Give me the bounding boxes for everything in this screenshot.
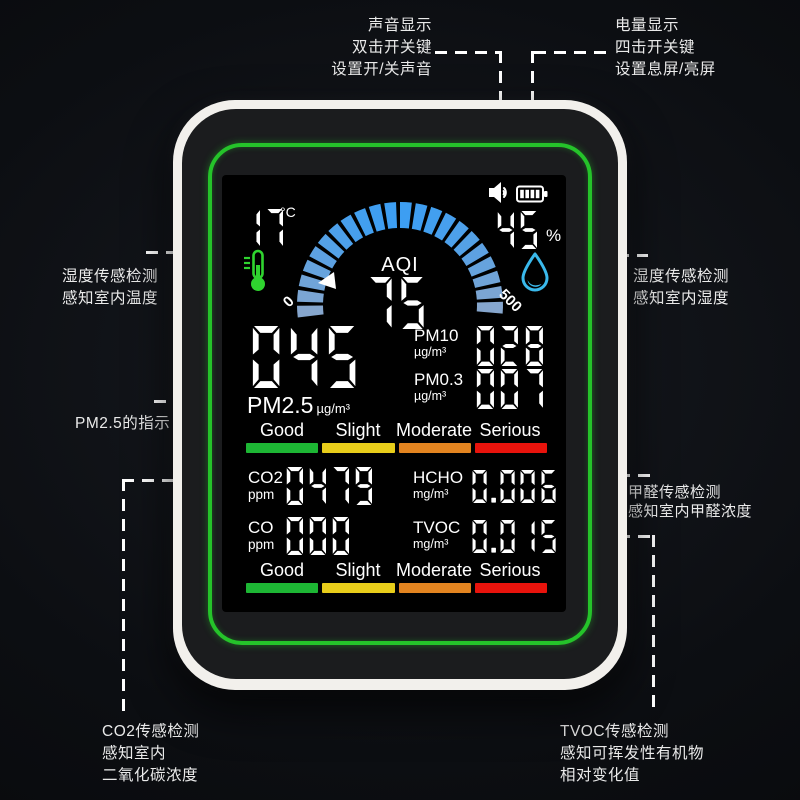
aqi-label: AQI <box>381 254 419 276</box>
water-drop-icon <box>521 252 549 292</box>
scale-bar-top <box>246 443 547 453</box>
callout-sound: 声音显示 双击开关键 设置开/关声音 <box>300 15 432 81</box>
co2-label: CO2 <box>248 468 283 487</box>
callout-co2-line2: 感知室内 <box>102 745 167 762</box>
callout-humidity-line2: 感知室内湿度 <box>633 290 730 307</box>
scale-label-good: Good <box>259 420 305 440</box>
scale-bar-good-segment <box>246 583 319 593</box>
scale-bar-moderate-segment <box>398 443 471 453</box>
scale-label-serious: Serious <box>479 420 541 440</box>
scale-bar-bottom <box>246 583 547 593</box>
connector-tvoc-vertical <box>652 535 655 714</box>
thermometer-icon <box>244 249 265 291</box>
temperature-unit: °C <box>280 204 296 220</box>
scale-bar-good-segment <box>246 443 319 453</box>
tvoc-value <box>471 520 560 553</box>
callout-battery-line3: 设置息屏/亮屏 <box>615 61 716 78</box>
hcho-label: HCHO <box>413 468 464 487</box>
callout-battery-line1: 电量显示 <box>615 17 680 34</box>
connector-sound-horizontal <box>435 51 501 54</box>
callout-tvoc-line2: 感知可挥发性有机物 <box>560 745 705 762</box>
callout-battery-line2: 四击开关键 <box>615 39 696 56</box>
pm25-label: PM2.5 <box>247 392 314 418</box>
pm25-value <box>250 326 363 388</box>
green-accent-frame <box>208 143 592 645</box>
aqi-scale-min: 0 <box>280 293 298 311</box>
connector-co2-vertical <box>122 479 125 715</box>
scale-bar-slight-segment <box>322 583 395 593</box>
hcho-value <box>471 470 560 503</box>
callout-sound-line2: 双击开关键 <box>351 39 432 56</box>
humidity-unit: % <box>546 226 562 245</box>
callout-temperature-line2: 感知室内温度 <box>62 290 159 307</box>
callout-co2-line1: CO2传感检测 <box>102 723 200 740</box>
tvoc-label: TVOC <box>413 518 461 537</box>
temperature-value <box>242 209 288 247</box>
callout-co2-line3: 二氧化碳浓度 <box>102 767 199 784</box>
pm03-value <box>475 369 548 409</box>
pm03-label: PM0.3 <box>414 370 464 389</box>
scale-label-moderate: Moderate <box>395 560 473 580</box>
tvoc-unit: mg/m³ <box>413 537 449 551</box>
co2-unit: ppm <box>248 487 275 502</box>
callout-hcho-line1: 甲醛传感检测 <box>628 484 722 501</box>
humidity-value <box>496 211 542 249</box>
callout-humidity-line1: 湿度传感检测 <box>633 268 730 285</box>
co-label: CO <box>248 518 274 537</box>
speaker-icon <box>489 182 507 203</box>
pm25-unit: µg/m³ <box>316 401 350 416</box>
callout-tvoc: TVOC传感检测 感知可挥发性有机物 相对变化值 <box>560 721 730 787</box>
callout-hcho-line2: 感知室内甲醛浓度 <box>628 503 753 520</box>
scale-bar-serious-segment <box>474 583 547 593</box>
scale-label-serious: Serious <box>479 560 541 580</box>
scale-labels-top: Good Slight Moderate Serious <box>244 420 548 440</box>
scale-label-slight: Slight <box>335 420 381 440</box>
callout-pm25: PM2.5的指示 <box>75 413 205 435</box>
callout-sound-line3: 设置开/关声音 <box>331 61 432 78</box>
pm03-unit: µg/m³ <box>414 389 447 403</box>
callout-sound-line1: 声音显示 <box>367 17 432 34</box>
callout-tvoc-line3: 相对变化值 <box>560 767 641 784</box>
aqi-value <box>367 277 430 329</box>
callout-co2: CO2传感检测 感知室内 二氧化碳浓度 <box>102 721 262 787</box>
scale-label-moderate: Moderate <box>395 420 473 440</box>
connector-battery-horizontal <box>534 51 607 54</box>
scale-bar-moderate-segment <box>398 583 471 593</box>
pm10-unit: µg/m³ <box>414 345 447 359</box>
connector-co2-horizontal <box>122 479 173 482</box>
callout-pm25-line1: PM2.5的指示 <box>75 415 171 432</box>
scale-label-slight: Slight <box>335 560 381 580</box>
callout-tvoc-line1: TVOC传感检测 <box>560 723 670 740</box>
scale-bar-slight-segment <box>322 443 395 453</box>
battery-icon <box>516 185 548 203</box>
hcho-unit: mg/m³ <box>413 487 449 501</box>
callout-temperature: 湿度传感检测 感知室内温度 <box>62 266 182 310</box>
pm10-value <box>475 326 548 366</box>
co-unit: ppm <box>248 537 275 552</box>
scale-labels-bottom: Good Slight Moderate Serious <box>244 560 548 580</box>
callout-battery: 电量显示 四击开关键 设置息屏/亮屏 <box>615 15 795 81</box>
callout-temperature-line1: 湿度传感检测 <box>62 268 159 285</box>
callout-hcho: 甲醛传感检测 感知室内甲醛浓度 <box>628 483 773 521</box>
co2-value <box>285 467 378 505</box>
pm10-label: PM10 <box>414 326 459 345</box>
scale-bar-serious-segment <box>474 443 547 453</box>
callout-humidity: 湿度传感检测 感知室内湿度 <box>633 266 763 310</box>
co-value <box>285 517 354 555</box>
scale-label-good: Good <box>259 560 305 580</box>
